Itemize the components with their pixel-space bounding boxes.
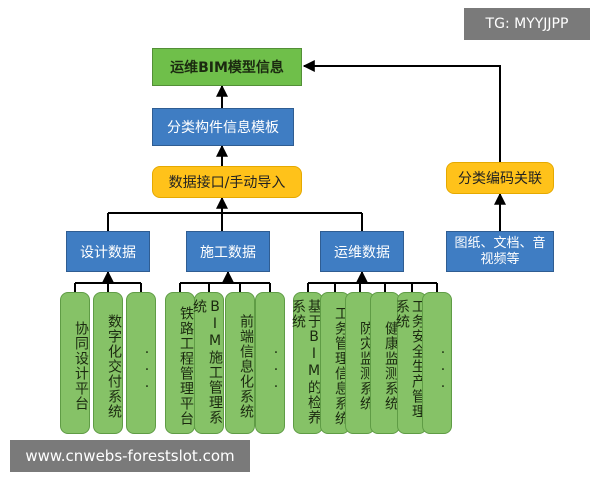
leaf-bim-inspection-system: 基于BIM的检养系统 [290, 292, 323, 434]
design-data-box: 设计数据 [66, 231, 150, 272]
watermark-website: www.cnwebs-forestslot.com [10, 440, 250, 472]
bim-model-info-box: 运维BIM模型信息 [152, 48, 302, 86]
leaf-bim-construction-system: BIM施工管理系统 [191, 292, 224, 434]
documents-media-box: 图纸、文档、音视频等 [446, 231, 554, 272]
classification-code-box: 分类编码关联 [446, 162, 554, 194]
leaf-design-more: ... [126, 292, 156, 434]
leaf-construction-more: ... [255, 292, 285, 434]
watermark-telegram: TG: MYYJJPP [464, 8, 590, 40]
leaf-frontend-informatization-system: 前端信息化系统 [225, 292, 255, 434]
leaf-collaborative-design-platform: 协同设计平台 [60, 292, 90, 434]
arrow-classification-to-top [302, 60, 501, 162]
construction-data-box: 施工数据 [186, 231, 270, 272]
data-interface-box: 数据接口/手动导入 [152, 166, 302, 198]
leaf-railway-engineering-platform: 铁路工程管理平台 [165, 292, 195, 434]
operation-data-box: 运维数据 [320, 231, 404, 272]
component-template-box: 分类构件信息模板 [152, 108, 294, 146]
leaf-operation-more: ... [422, 292, 452, 434]
leaf-digital-delivery-system: 数字化交付系统 [93, 292, 123, 434]
